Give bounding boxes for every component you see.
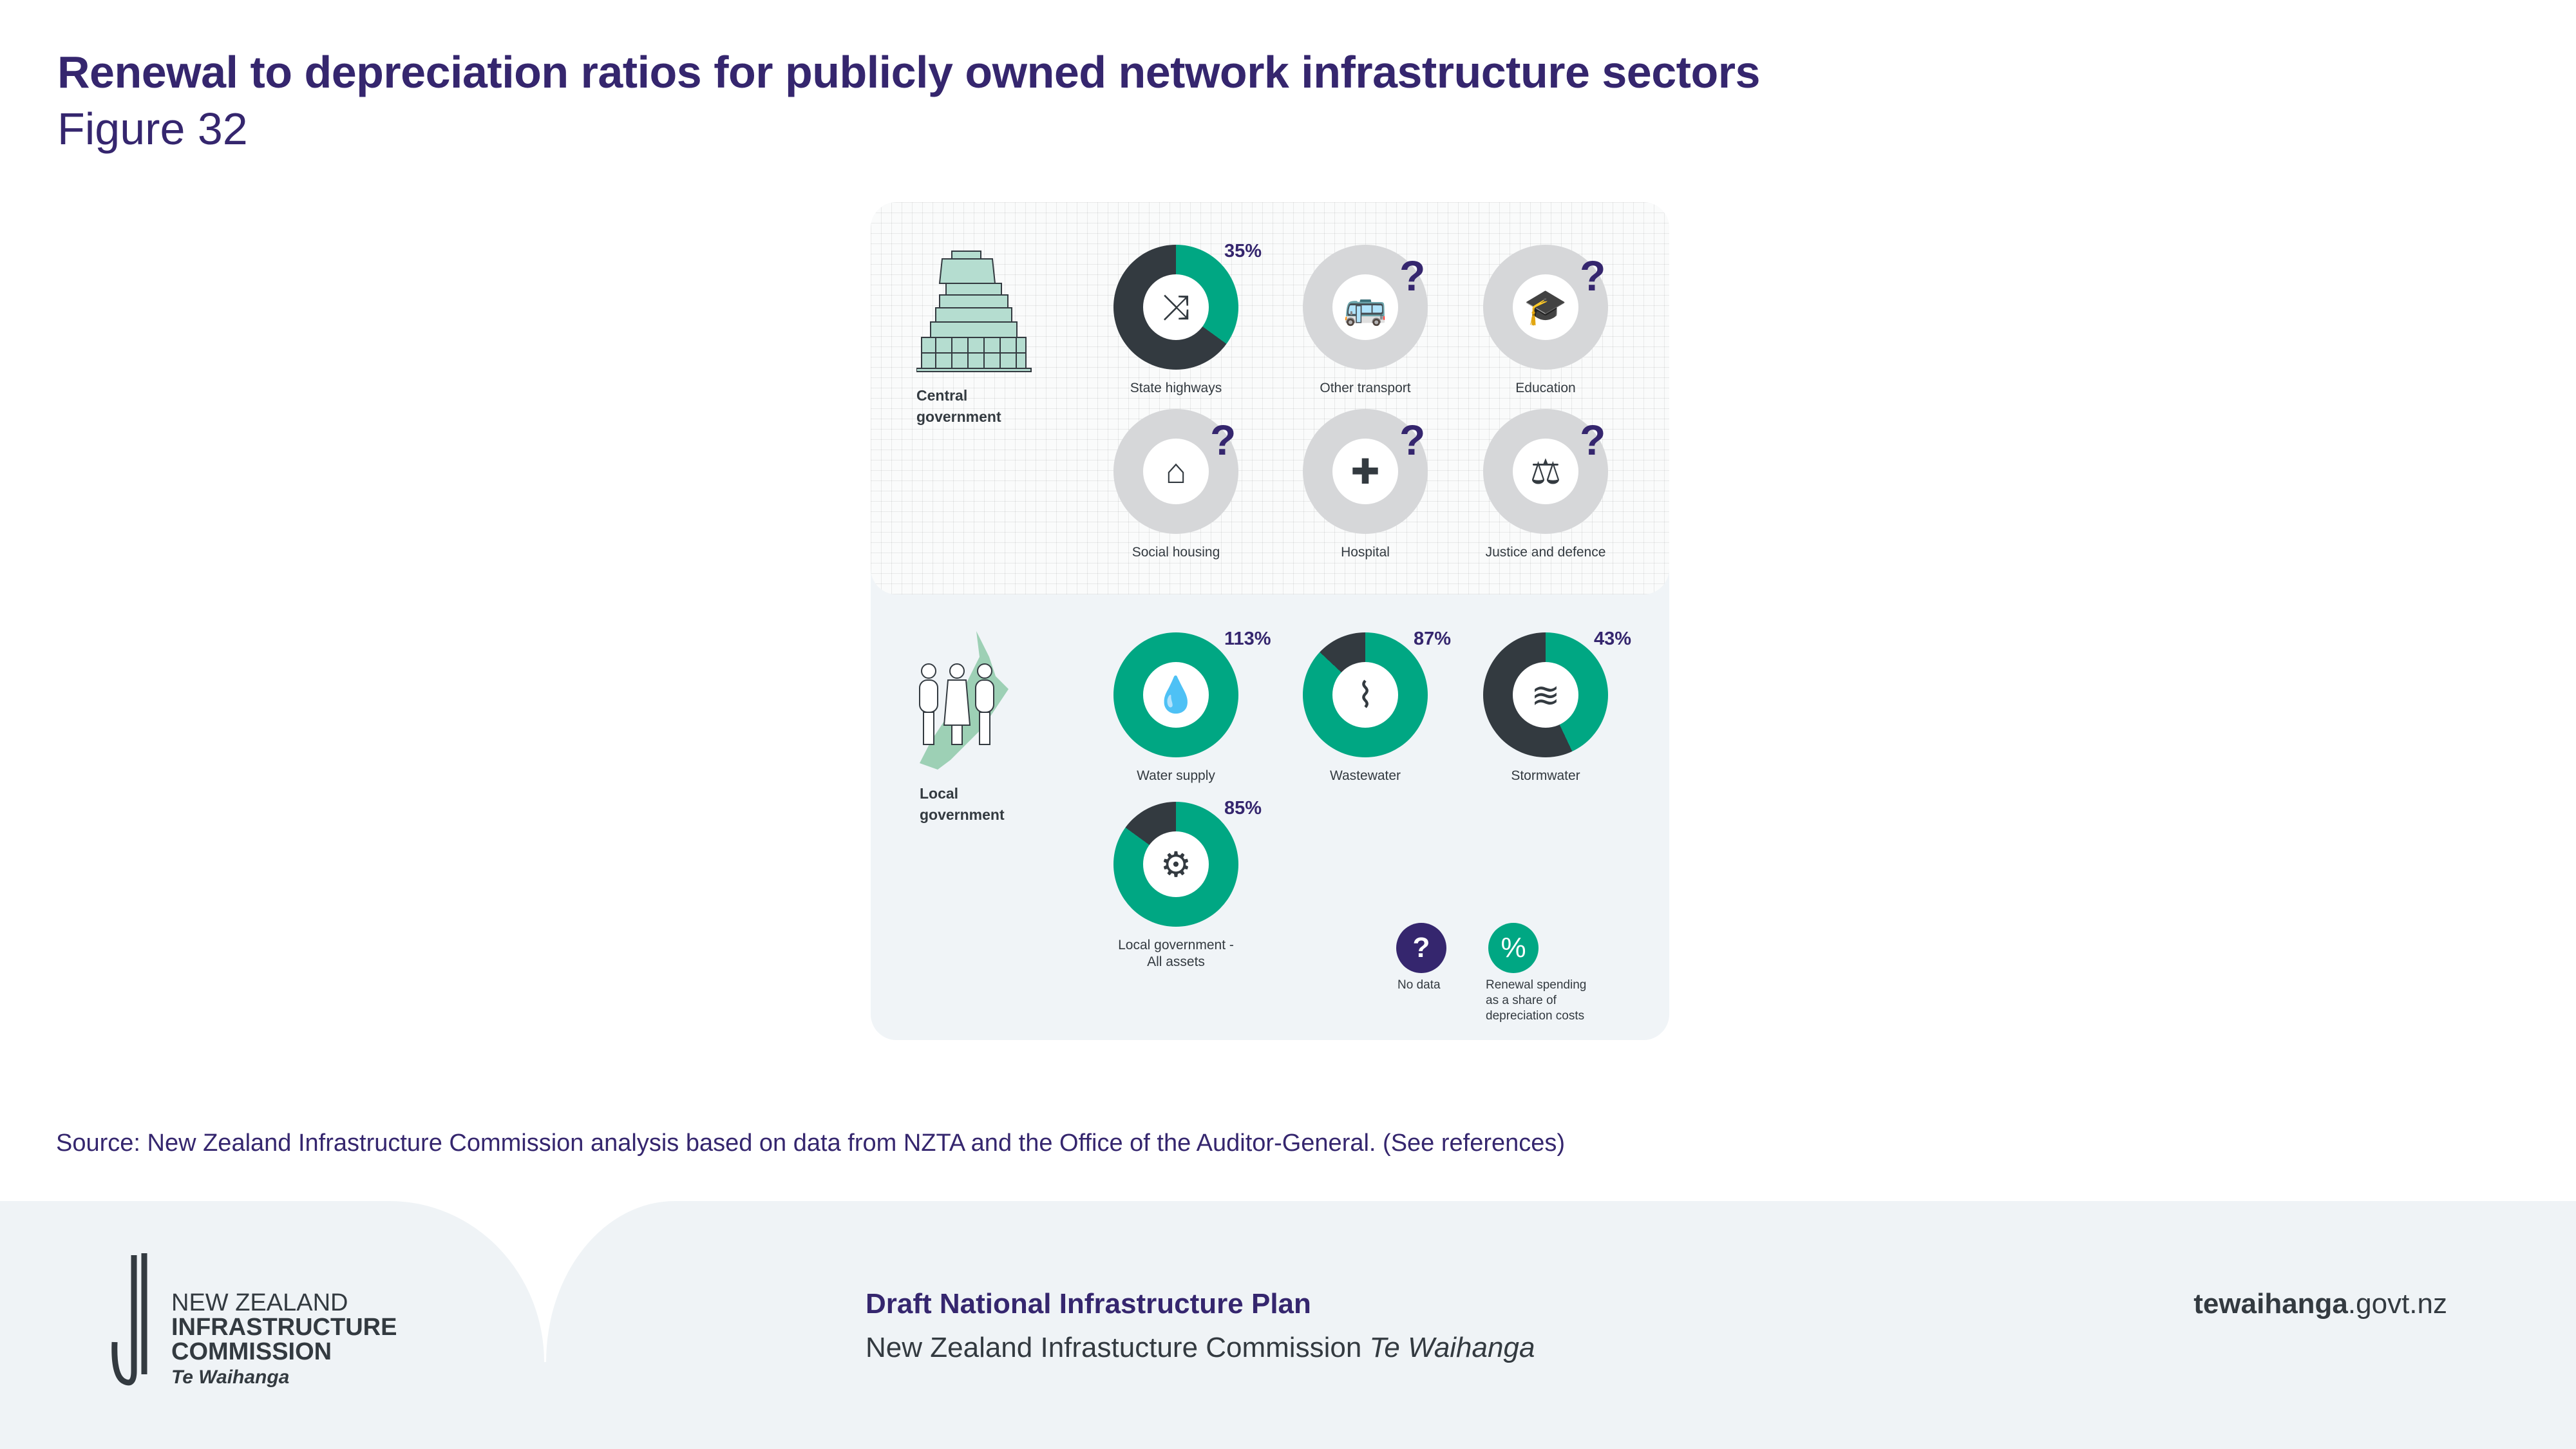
percent-label: 43% (1594, 629, 1632, 649)
donut-social-housing: ⌂ (1113, 409, 1238, 534)
website-link[interactable]: tewaihanga.govt.nz (2193, 1288, 2447, 1320)
sector-label: Wastewater (1329, 768, 1401, 783)
legend-line: depreciation costs (1486, 1009, 1585, 1023)
road-interchange-icon: ⤨ (1143, 274, 1209, 340)
legend-renewal-label: Renewal spending as a share of depreciatio… (1486, 978, 1586, 1024)
logo-hook-icon (111, 1253, 147, 1386)
legend-percent-icon: % (1488, 923, 1539, 973)
sector-label: Other transport (1320, 381, 1411, 395)
source-note: Source: New Zealand Infrastructure Commi… (56, 1130, 1566, 1157)
logo-line: COMMISSION (171, 1338, 332, 1365)
legend-no-data-icon: ? (1396, 923, 1446, 973)
percent-label: 113% (1224, 629, 1271, 649)
gears-chart-icon: ⚙ (1143, 831, 1209, 897)
government-building-icon (916, 251, 1032, 372)
sector-label: Water supply (1137, 768, 1215, 783)
no-data-marker: ? (1210, 416, 1236, 464)
sector-label: Justice and defence (1485, 545, 1606, 560)
logo-line: Te Waihanga (171, 1367, 290, 1388)
bus-icon: 🚌 (1332, 274, 1398, 340)
donut-stormwater: ≋ (1483, 632, 1608, 757)
commission-logo: NEW ZEALAND INFRASTRUCTURE COMMISSION Te… (107, 1252, 416, 1391)
site-suffix: .govt.nz (2347, 1288, 2447, 1320)
donut-state-highways: ⤨ (1113, 245, 1238, 370)
label-line: government (920, 806, 1005, 823)
percent-label: 35% (1224, 241, 1262, 261)
logo-line: INFRASTRUCTURE (171, 1314, 397, 1341)
legend-line: as a share of (1486, 994, 1557, 1007)
drain-icon: ≋ (1513, 662, 1578, 728)
plan-title: Draft National Infrastructure Plan (866, 1288, 1311, 1320)
site-domain: tewaihanga (2193, 1288, 2348, 1320)
sector-label: Stormwater (1511, 768, 1580, 783)
local-government-label: Local government (920, 783, 1005, 826)
infographic-panel: Central government Local government ⤨ 35% St… (871, 202, 1669, 1040)
donut-other-transport: 🚌 (1303, 245, 1428, 370)
donut-water-supply: 💧 (1113, 632, 1238, 757)
nz-map-people-icon (919, 631, 1009, 770)
sector-label: State highways (1130, 381, 1222, 395)
donut-education: 🎓 (1483, 245, 1608, 370)
water-gear-icon: 💧 (1143, 662, 1209, 728)
donut-hospital: ✚ (1303, 409, 1428, 534)
medical-cross-icon: ✚ (1332, 439, 1398, 504)
donut-local-government-all-assets: ⚙ (1113, 802, 1238, 927)
no-data-marker: ? (1580, 252, 1606, 299)
sector-label: Education (1515, 381, 1576, 395)
percent-label: 87% (1414, 629, 1452, 649)
no-data-marker: ? (1580, 416, 1606, 464)
house-hand-icon: ⌂ (1143, 439, 1209, 504)
label-line: All assets (1147, 954, 1205, 969)
logo-line: NEW ZEALAND (171, 1289, 348, 1316)
org-maori-name: Te Waihanga (1369, 1332, 1535, 1363)
org-name: New Zealand Infrastucture Commission (866, 1332, 1362, 1363)
figure-number: Figure 32 (57, 104, 248, 154)
no-data-marker: ? (1399, 252, 1426, 299)
legend-line: Renewal spending (1486, 978, 1587, 992)
label-line: Central (916, 387, 968, 404)
label-line: Local (920, 785, 959, 802)
donut-wastewater: ⌇ (1303, 632, 1428, 757)
organisation-name: New Zealand Infrastucture Commission Te … (866, 1332, 1535, 1364)
sector-label: Hospital (1341, 545, 1390, 560)
central-government-label: Central government (916, 385, 1001, 428)
sector-label: Local government - All assets (1079, 937, 1273, 971)
pipe-outflow-icon: ⌇ (1332, 662, 1398, 728)
gavel-icon: ⚖ (1513, 439, 1578, 504)
page-title: Renewal to depreciation ratios for publi… (57, 47, 1760, 97)
label-line: government (916, 408, 1001, 425)
percent-label: 85% (1224, 798, 1262, 819)
donut-justice-and-defence: ⚖ (1483, 409, 1608, 534)
label-line: Local government - (1118, 938, 1234, 952)
no-data-marker: ? (1399, 416, 1426, 464)
legend-no-data-label: No data (1397, 978, 1441, 992)
sector-label: Social housing (1132, 545, 1220, 560)
graduation-cap-icon: 🎓 (1513, 274, 1578, 340)
